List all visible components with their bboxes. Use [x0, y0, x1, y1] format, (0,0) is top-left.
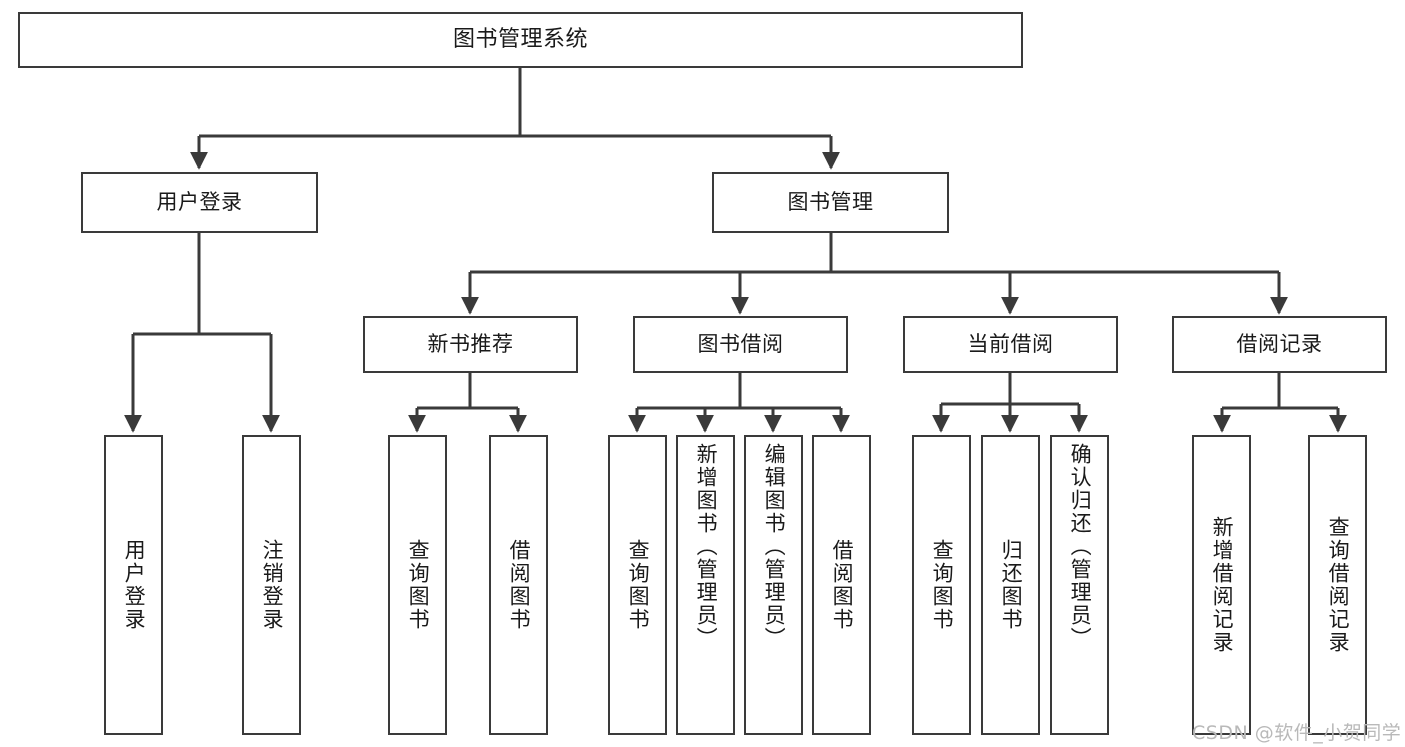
node-book-management[interactable]: 图书管理: [712, 172, 949, 233]
node-leaf-query-book-current[interactable]: 查询图书: [912, 435, 971, 735]
node-leaf-confirm-return-admin[interactable]: 确认归还（管理员）: [1050, 435, 1109, 735]
node-label: 归还图书: [999, 539, 1024, 631]
node-label: 查询借阅记录: [1326, 516, 1351, 654]
node-leaf-query-borrow-record[interactable]: 查询借阅记录: [1308, 435, 1367, 735]
node-label: 借阅图书: [507, 539, 532, 631]
node-label: 用户登录: [122, 539, 147, 631]
node-label: 用户登录: [156, 190, 243, 215]
node-leaf-return-book[interactable]: 归还图书: [981, 435, 1040, 735]
node-new-book-recommendation[interactable]: 新书推荐: [363, 316, 578, 373]
node-label: 确认归还（管理员）: [1068, 443, 1093, 650]
node-label: 当前借阅: [967, 332, 1054, 357]
node-borrow-record[interactable]: 借阅记录: [1172, 316, 1387, 373]
csdn-watermark: CSDN @软件_小贺同学: [1192, 722, 1402, 744]
node-label: 编辑图书（管理员）: [762, 443, 787, 650]
node-label: 查询图书: [406, 539, 431, 631]
node-label: 借阅记录: [1236, 332, 1323, 357]
node-label: 新增借阅记录: [1210, 516, 1235, 654]
node-label: 图书管理系统: [452, 27, 588, 53]
node-leaf-query-book-borrow[interactable]: 查询图书: [608, 435, 667, 735]
node-book-borrow[interactable]: 图书借阅: [633, 316, 848, 373]
node-label: 新增图书（管理员）: [694, 443, 719, 650]
node-leaf-borrow-book-newbook[interactable]: 借阅图书: [489, 435, 548, 735]
node-leaf-logout[interactable]: 注销登录: [242, 435, 301, 735]
node-user-login[interactable]: 用户登录: [81, 172, 318, 233]
node-root-book-management-system[interactable]: 图书管理系统: [18, 12, 1023, 68]
node-leaf-add-borrow-record[interactable]: 新增借阅记录: [1192, 435, 1251, 735]
node-label: 查询图书: [930, 539, 955, 631]
node-label: 注销登录: [260, 539, 285, 631]
node-label: 图书借阅: [697, 332, 784, 357]
node-leaf-edit-book-admin[interactable]: 编辑图书（管理员）: [744, 435, 803, 735]
node-leaf-user-login[interactable]: 用户登录: [104, 435, 163, 735]
node-leaf-add-book-admin[interactable]: 新增图书（管理员）: [676, 435, 735, 735]
node-leaf-query-book-newbook[interactable]: 查询图书: [388, 435, 447, 735]
node-label: 查询图书: [626, 539, 651, 631]
node-label: 借阅图书: [830, 539, 855, 631]
node-label: 新书推荐: [427, 332, 514, 357]
node-current-borrow[interactable]: 当前借阅: [903, 316, 1118, 373]
node-leaf-borrow-book-borrow[interactable]: 借阅图书: [812, 435, 871, 735]
node-label: 图书管理: [787, 190, 874, 215]
